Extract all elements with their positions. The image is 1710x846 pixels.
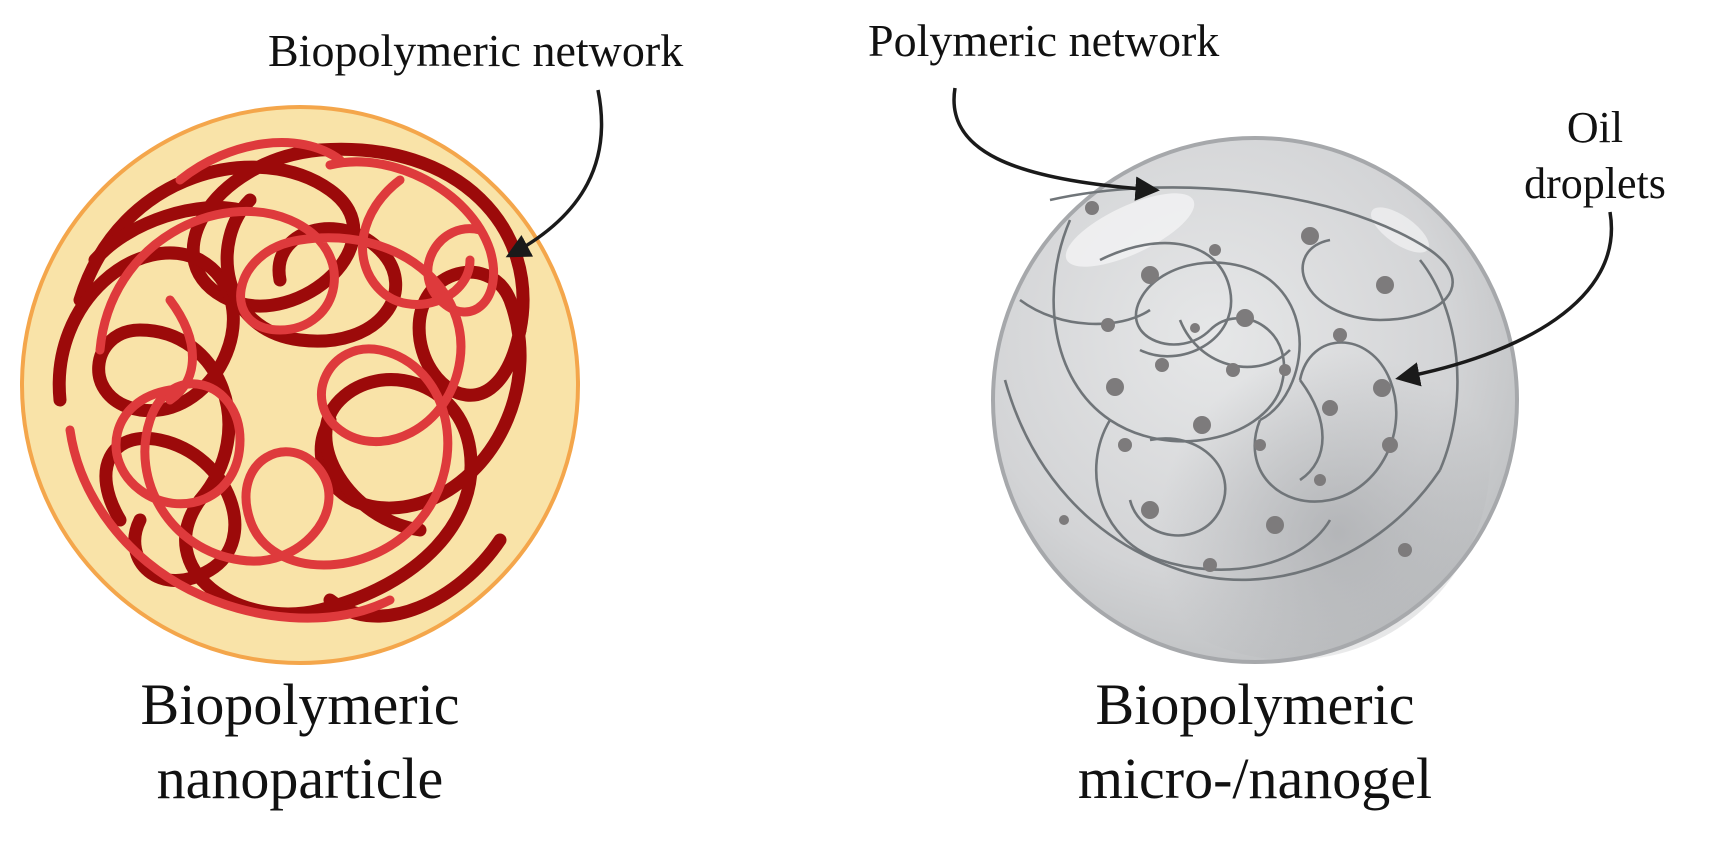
nanogel-caption-line2: micro-/nanogel — [1077, 746, 1433, 811]
oil-droplet — [1266, 516, 1284, 534]
oil-droplet — [1141, 501, 1159, 519]
oil-droplet — [1314, 474, 1326, 486]
oil-droplet — [1209, 244, 1221, 256]
polymeric-network-label: Polymeric network — [868, 15, 1220, 66]
nanogel-caption: Biopolymeric micro-/nanogel — [1030, 668, 1480, 816]
oil-droplet — [1101, 318, 1115, 332]
nanoparticle — [20, 105, 580, 665]
nanogel-highlight — [1065, 193, 1195, 267]
nanogel — [991, 136, 1519, 664]
nanoparticle-caption-line2: nanoparticle — [156, 746, 444, 811]
oil-droplet — [1254, 439, 1266, 451]
oil-label-line1: Oil — [1566, 103, 1624, 152]
nanogel-caption-line1: Biopolymeric — [1095, 672, 1415, 737]
oil-droplets — [1059, 201, 1412, 572]
network-arrow-left — [505, 89, 604, 258]
oil-droplet — [1059, 515, 1069, 525]
oil-droplet — [1190, 323, 1200, 333]
oil-droplet — [1141, 266, 1159, 284]
nanoparticle-caption-line1: Biopolymeric — [140, 672, 460, 737]
oil-droplet — [1382, 437, 1398, 453]
oil-droplet — [1322, 400, 1338, 416]
oil-droplets-arrow — [1395, 211, 1614, 387]
oil-droplet — [1236, 309, 1254, 327]
oil-droplet — [1106, 378, 1124, 396]
oil-droplet — [1203, 558, 1217, 572]
oil-droplet — [1301, 227, 1319, 245]
biopolymeric-network-label: Biopolymeric network — [268, 25, 684, 76]
network-arrow-right — [952, 87, 1160, 201]
oil-droplet — [1333, 328, 1347, 342]
oil-label-line2: droplets — [1524, 159, 1666, 208]
nanogel-polymer-strands — [1003, 186, 1459, 582]
oil-droplets-label: Oil droplets — [1490, 100, 1700, 212]
oil-droplet — [1085, 201, 1099, 215]
oil-droplet — [1279, 364, 1291, 376]
oil-droplet — [1373, 379, 1391, 397]
oil-droplet — [1376, 276, 1394, 294]
nanoparticle-caption: Biopolymeric nanoparticle — [80, 668, 520, 816]
oil-droplet — [1193, 416, 1211, 434]
oil-droplet — [1226, 363, 1240, 377]
oil-droplet — [1118, 438, 1132, 452]
light-polymer-strands — [65, 138, 499, 623]
oil-droplet — [1398, 543, 1412, 557]
oil-droplet — [1155, 358, 1169, 372]
nanogel-inner-shadow — [1090, 260, 1490, 660]
